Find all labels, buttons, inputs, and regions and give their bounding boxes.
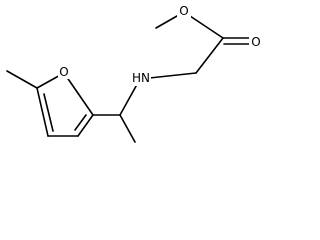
amine-bg [131,70,151,86]
bond-c2-c3-inner [74,114,87,131]
ring-oxygen-label: O [59,65,68,79]
ester-oxygen-bg [177,3,191,19]
bond-c4-c5 [36,87,49,137]
bond-c2-c3 [77,114,94,137]
ester-oxygen-label: O [179,4,188,18]
bond-o1-c2 [63,72,94,116]
carbonyl-oxygen-label: O [251,35,260,49]
carbonyl-oxygen-bg [249,33,263,50]
bond-ch2-carbonyl [195,37,224,74]
bond-methyl-c5 [6,70,38,89]
molecule-structure: O O O HN [6,3,263,143]
ring-oxygen-bg [58,64,71,79]
bond-c4-c5-inner [43,93,54,132]
amine-label: HN [132,71,150,85]
bond-ch-methyl [119,114,136,143]
